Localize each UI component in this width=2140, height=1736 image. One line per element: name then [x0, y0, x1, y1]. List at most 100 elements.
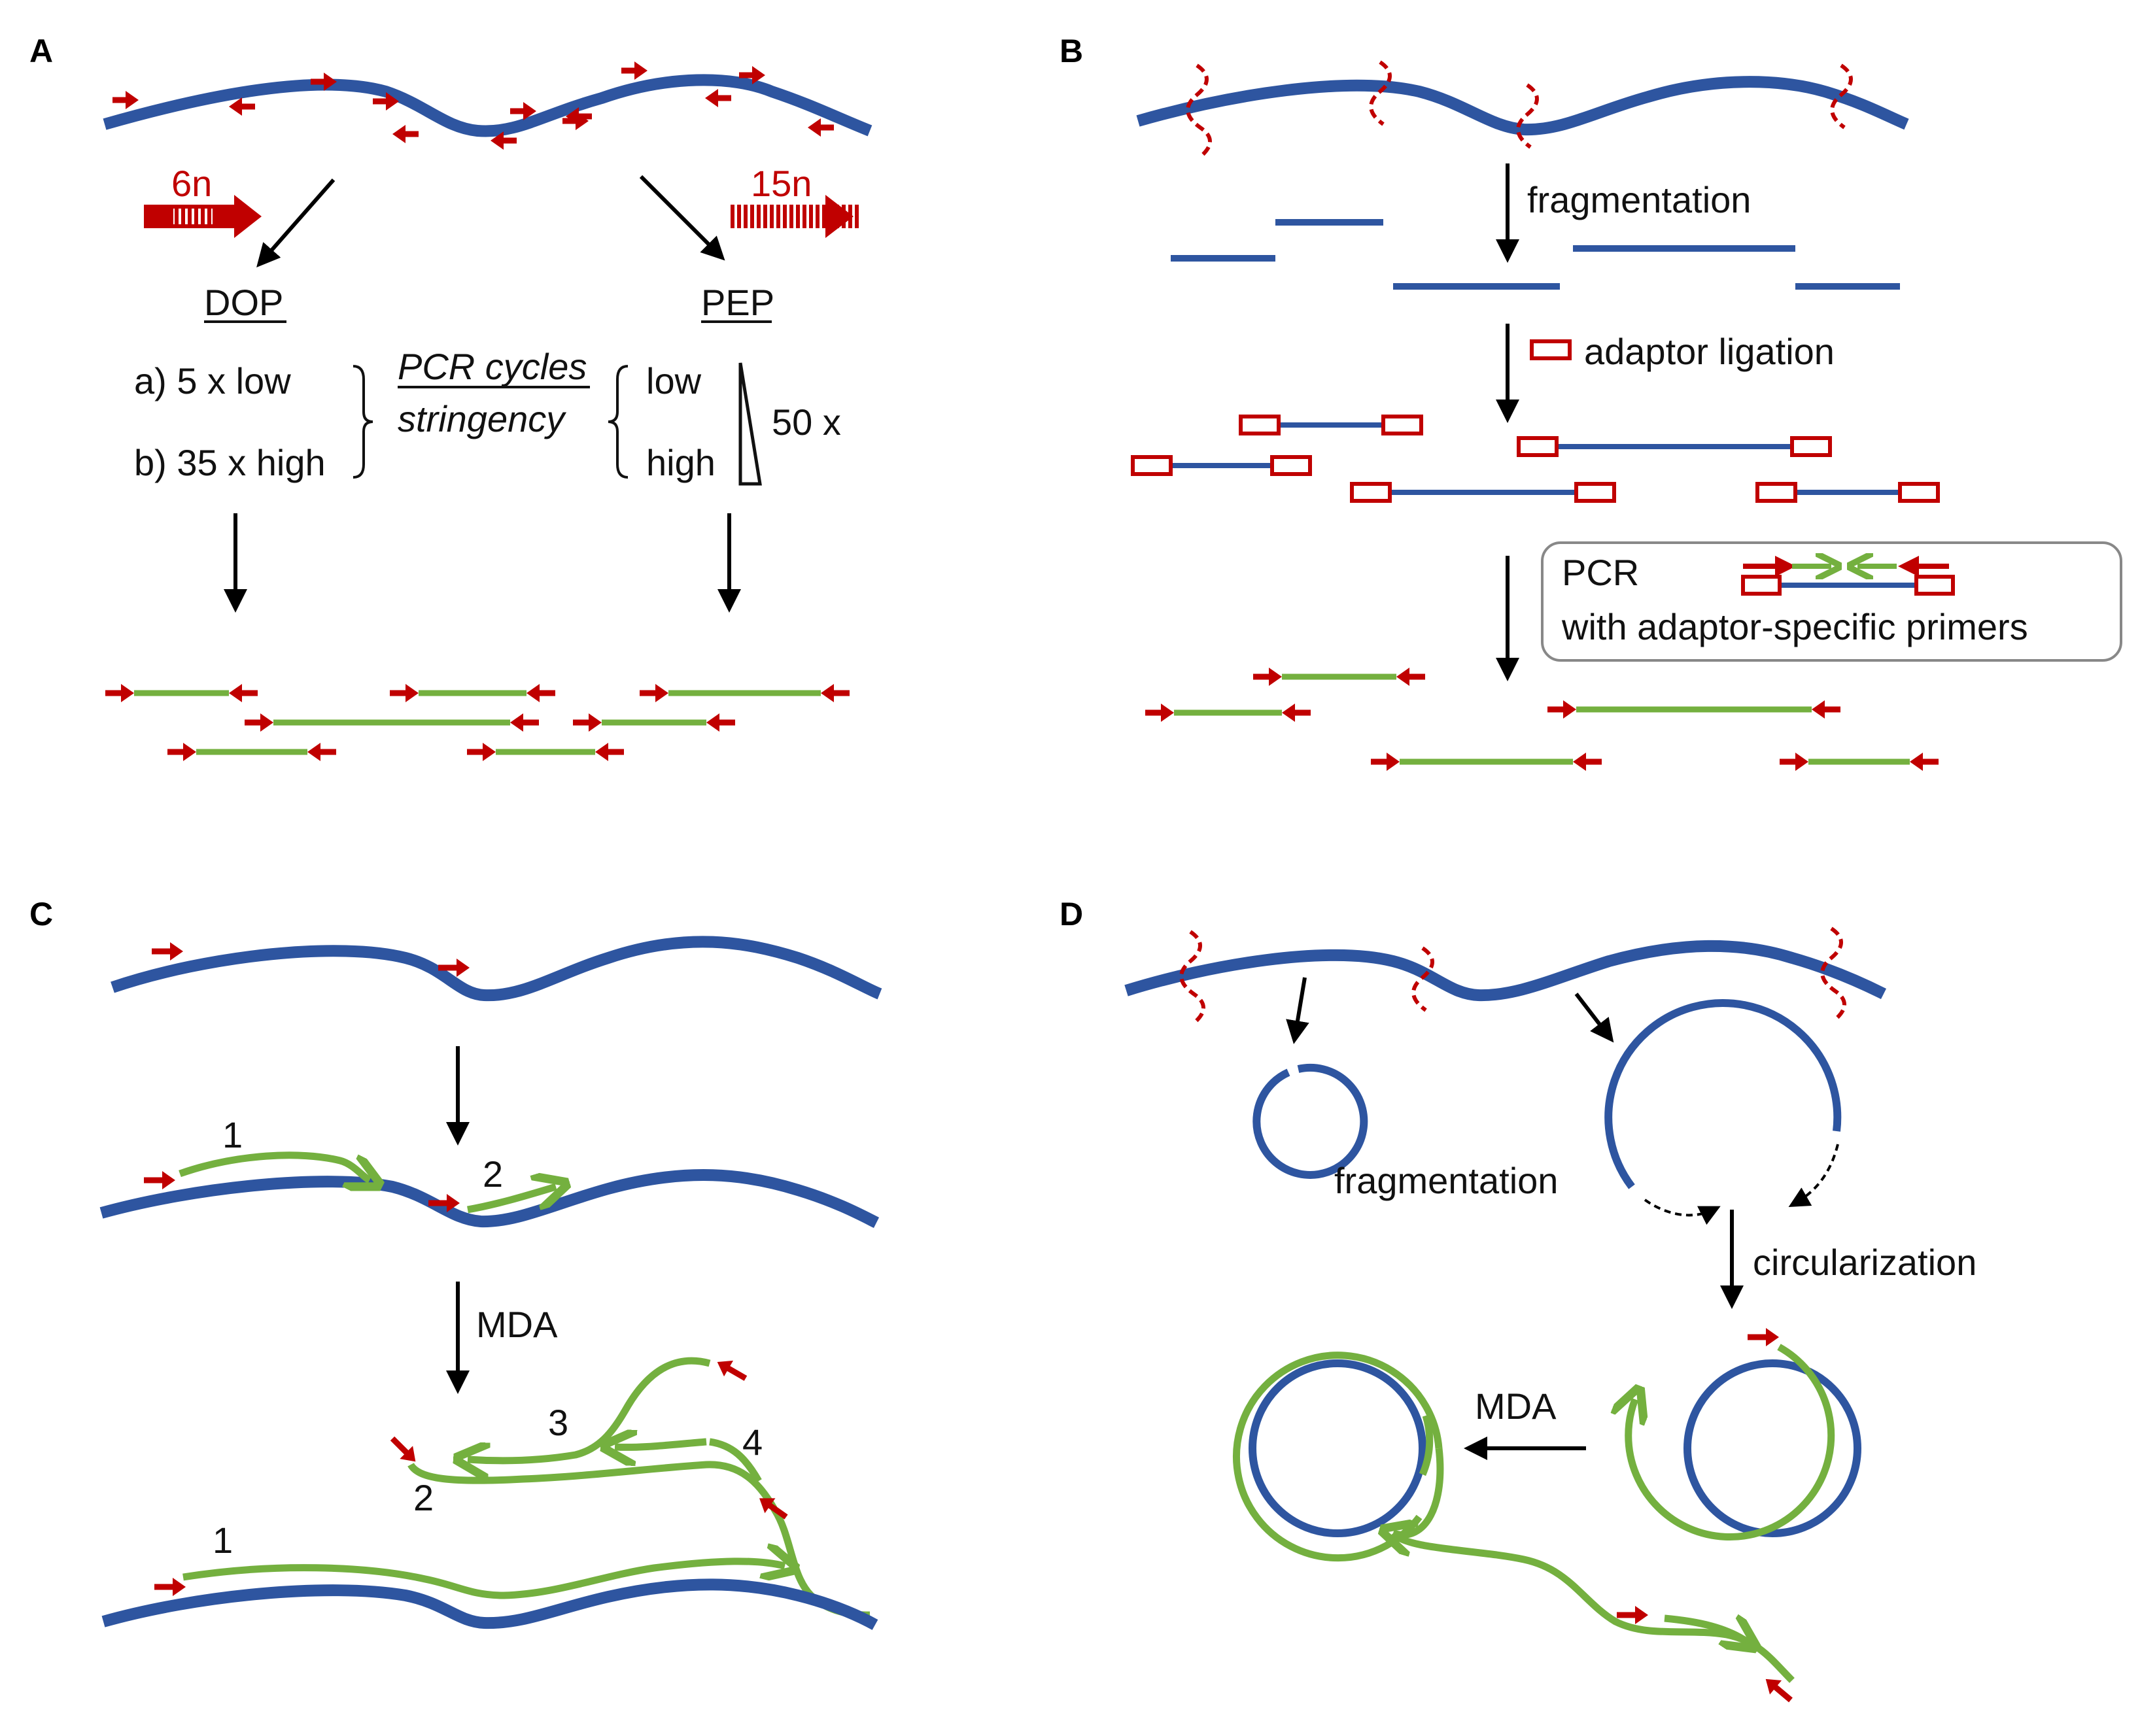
- displaced-strand-d: [1390, 1530, 1795, 1683]
- primer-arrow: [573, 713, 602, 732]
- amplicon-c-1: [179, 1151, 370, 1180]
- primer-arrow: [467, 743, 496, 761]
- amplicon: [1253, 668, 1425, 686]
- primer-arrow: [1780, 753, 1808, 771]
- amplicon: [1780, 753, 1939, 771]
- primer-arrow: [1765, 1678, 1793, 1703]
- dop-primer-arrow: [144, 195, 262, 238]
- primer-arrow: [595, 743, 624, 761]
- dna-strand-c3: [101, 1578, 878, 1630]
- left-brace: [353, 365, 373, 479]
- strand-number-4: 4: [742, 1421, 763, 1463]
- amplicon: [245, 713, 539, 732]
- arrow-to-dop: [256, 179, 336, 268]
- primer-arrow: [491, 131, 517, 150]
- dashed-arrow-left: [1644, 1199, 1721, 1225]
- fragmentation-label-d: fragmentation: [1334, 1160, 1558, 1201]
- amplicon: [1547, 700, 1840, 719]
- panel-d-label: D: [1060, 896, 1083, 932]
- primer-arrow: [705, 89, 731, 107]
- primer-arrow: [112, 91, 139, 109]
- arrow-to-pep: [639, 175, 725, 261]
- fragments-b: [1171, 219, 1900, 290]
- pep-cycles-label: 50 x: [772, 401, 841, 443]
- primer-arrow: [526, 684, 555, 702]
- fragmentation-label-b: fragmentation: [1527, 179, 1751, 220]
- amplicons-a: [105, 684, 850, 761]
- panel-b: B fragmentation adaptor ligation PCR wit…: [1060, 33, 2122, 771]
- rolling-strand-left-inner: [1393, 1414, 1444, 1535]
- amplicon: [390, 684, 555, 702]
- ligated-fragment: [1755, 482, 1940, 503]
- primer-arrow: [1253, 668, 1282, 686]
- pep-label: PEP: [701, 282, 774, 323]
- dna-strand-b: [1136, 76, 1909, 136]
- cut-site-d2: [1411, 946, 1434, 1012]
- primer-arrow: [1282, 704, 1311, 722]
- primer-arrow: [152, 942, 183, 961]
- primer-arrow: [144, 1171, 175, 1189]
- stringency-label: stringency: [398, 398, 566, 439]
- primer-arrow: [808, 118, 834, 137]
- strand-number-2b: 2: [413, 1477, 434, 1518]
- strand-c-4b: [709, 1438, 762, 1483]
- primer-arrow: [390, 1436, 416, 1462]
- primer-arrow: [1573, 753, 1602, 771]
- dop-condition-a: a) 5 x low: [134, 360, 291, 401]
- pcr-cycles-label: PCR cycles: [398, 346, 587, 387]
- strand-c-3: [468, 1357, 711, 1461]
- primer-arrow: [1547, 700, 1576, 719]
- dop-primer-label: 6n: [171, 163, 212, 204]
- primer-arrow: [510, 102, 536, 120]
- primer-arrow: [245, 713, 273, 732]
- mda-label-c: MDA: [476, 1304, 558, 1345]
- pcr-primers-label: with adaptor-specific primers: [1561, 606, 2028, 647]
- primer-arrow: [311, 73, 337, 91]
- primer-arrow: [640, 684, 668, 702]
- pep-high-label: high: [646, 442, 716, 483]
- amplicon: [1145, 704, 1311, 722]
- primer-marks-a: [112, 61, 834, 150]
- amplicon: [573, 713, 735, 732]
- ligated-fragment: [1517, 436, 1832, 457]
- amplicon: [640, 684, 850, 702]
- primer-arrow: [307, 743, 336, 761]
- primer-arrow: [428, 1194, 460, 1212]
- ligated-fragments-b: [1131, 415, 1940, 503]
- primer-arrow: [759, 1498, 788, 1520]
- dna-strand-c2: [99, 1169, 880, 1229]
- small-circle-open: [1252, 1064, 1368, 1179]
- strand-number-2: 2: [483, 1153, 503, 1195]
- dna-strand-c1: [111, 936, 882, 1002]
- primer-arrow: [821, 684, 850, 702]
- panel-c: C 1 2 MDA 3 4 2 1: [29, 896, 882, 1630]
- primer-arrow: [706, 713, 735, 732]
- circle-template-left: [1249, 1359, 1426, 1537]
- primer-arrow: [373, 92, 399, 111]
- secondary-strand-d: [1664, 1618, 1746, 1641]
- primer-arrow: [392, 125, 419, 143]
- dop-label: DOP: [204, 282, 283, 323]
- primer-arrow: [739, 66, 765, 84]
- cut-site-b2: [1369, 60, 1392, 126]
- cut-site-d1: [1179, 930, 1205, 1025]
- amplicon-c-2: [467, 1187, 556, 1214]
- primer-arrow: [1371, 753, 1400, 771]
- pep-primer-label: 15n: [751, 163, 812, 204]
- primer-arrow: [621, 61, 647, 80]
- primer-arrow: [105, 684, 134, 702]
- strand-number-1b: 1: [213, 1520, 233, 1561]
- primer-arrow: [1748, 1328, 1779, 1346]
- ligated-fragment: [1239, 415, 1423, 435]
- arrow-d-large: [1574, 993, 1614, 1043]
- panel-d: D fragmentation circularization MDA: [1060, 896, 1976, 1703]
- stringency-ramp: [738, 362, 762, 486]
- dashed-arrow-right: [1788, 1144, 1839, 1207]
- primer-arrow: [438, 959, 470, 977]
- dna-strand-a: [103, 74, 872, 137]
- primer-arrow: [717, 1360, 748, 1381]
- panel-a: A 6n 15n DOP PEP a) 5 x low b) 35 x high…: [29, 33, 872, 761]
- large-circle-open: [1604, 999, 1842, 1189]
- amplicon: [467, 743, 624, 761]
